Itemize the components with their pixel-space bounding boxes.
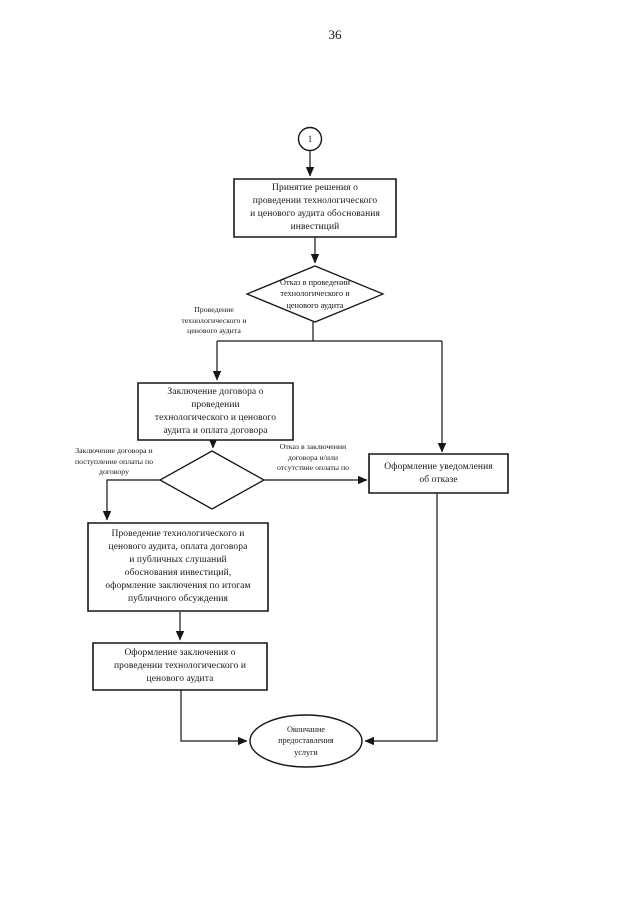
node-audit-execution-box <box>88 523 268 611</box>
node-conclusion-registration-box <box>93 643 267 690</box>
node-audit-decision-box <box>234 179 396 237</box>
edge-refusal-notice-to-end <box>364 493 437 746</box>
node-contract-decision-diamond <box>160 451 264 509</box>
page-number: 36 <box>328 27 342 42</box>
start-connector-circle <box>299 128 322 151</box>
node-end-terminator-ellipse <box>250 715 362 767</box>
node-refusal-decision-diamond <box>247 266 383 322</box>
edge-diamond2-yes <box>102 480 160 521</box>
node-contract-conclusion-box <box>138 383 293 440</box>
node-refusal-notice-box <box>369 454 508 493</box>
edge-conclusion-to-end <box>181 690 248 746</box>
